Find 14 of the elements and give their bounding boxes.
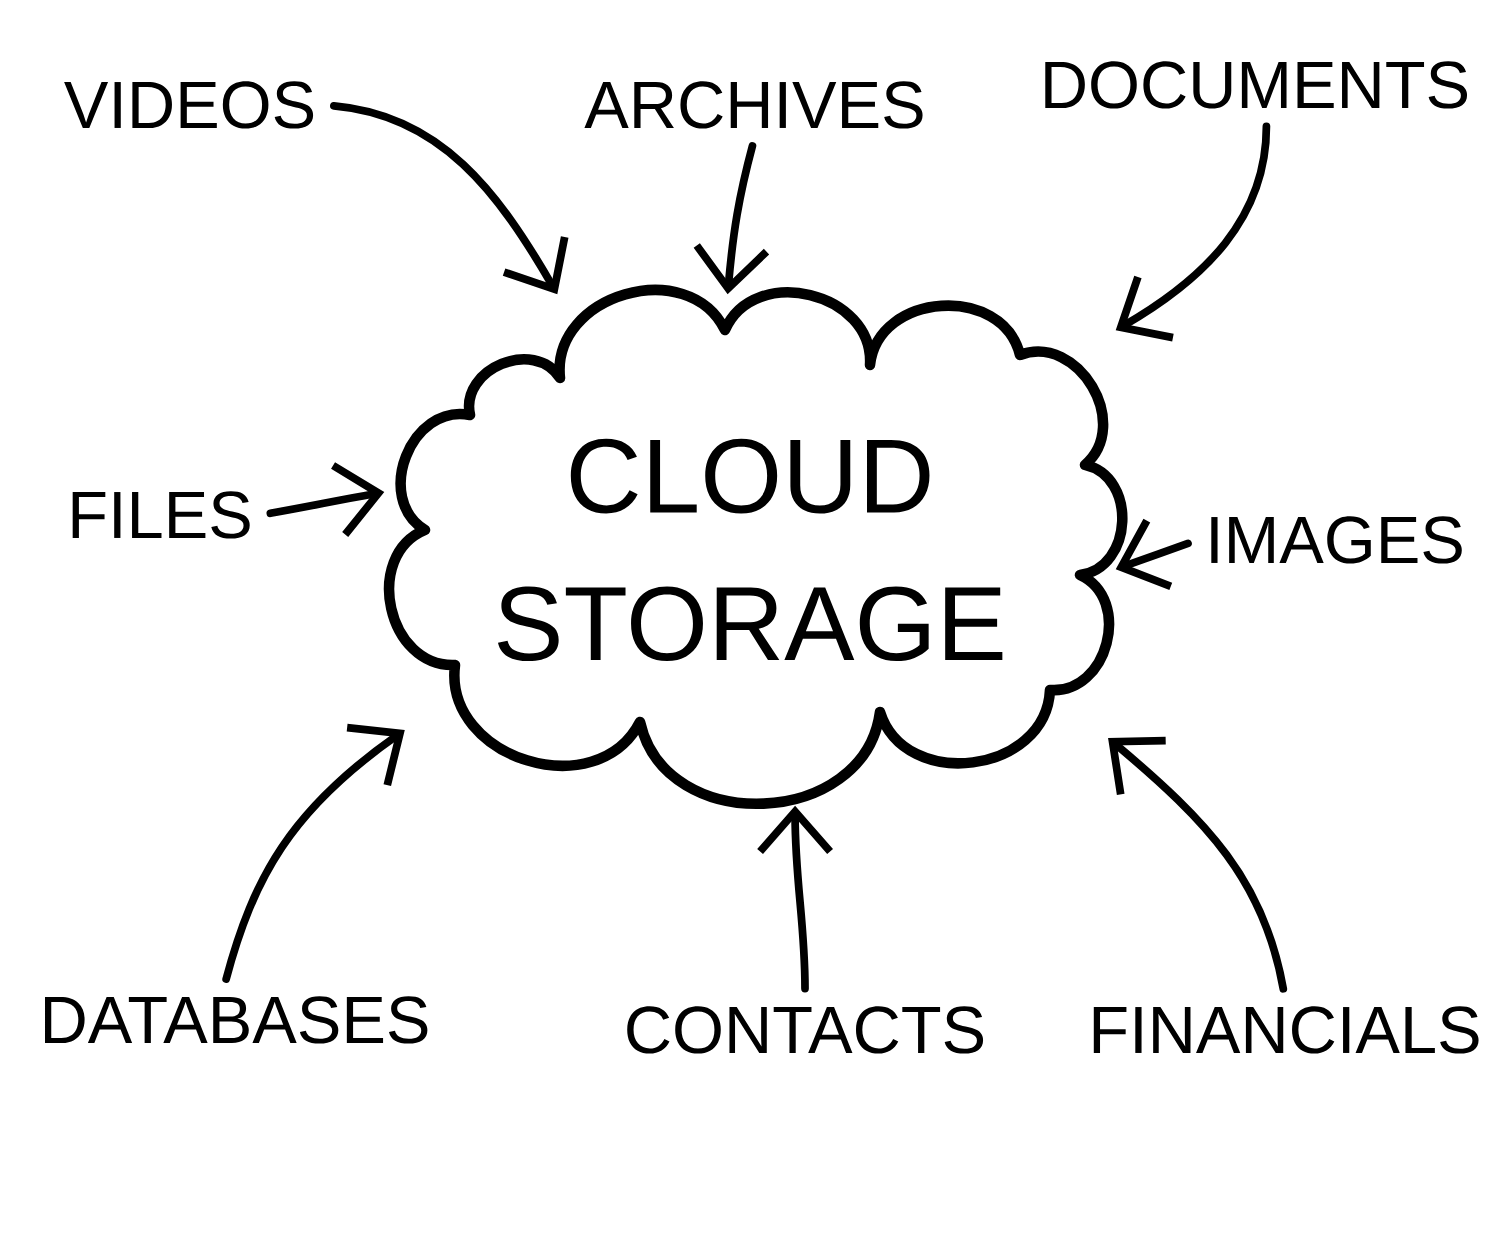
curved-arrow — [222, 723, 405, 983]
word-label: DOCUMENTS — [1045, 61, 1468, 109]
curved-arrow — [330, 102, 569, 295]
curved-arrow — [1115, 122, 1271, 342]
word-label: CONTACTS — [627, 1006, 984, 1054]
curved-arrow — [1108, 736, 1288, 993]
word-label: VIDEOS — [64, 81, 314, 129]
word-label: FINANCIALS — [1093, 1006, 1479, 1054]
cloud-shape: CLOUD STORAGE — [383, 285, 1128, 809]
word-label: FILES — [72, 491, 250, 539]
arrow — [757, 805, 833, 993]
word-label: DATABASES — [45, 996, 428, 1044]
word-label: ARCHIVES — [584, 81, 923, 129]
word-label: IMAGES — [1211, 516, 1462, 564]
